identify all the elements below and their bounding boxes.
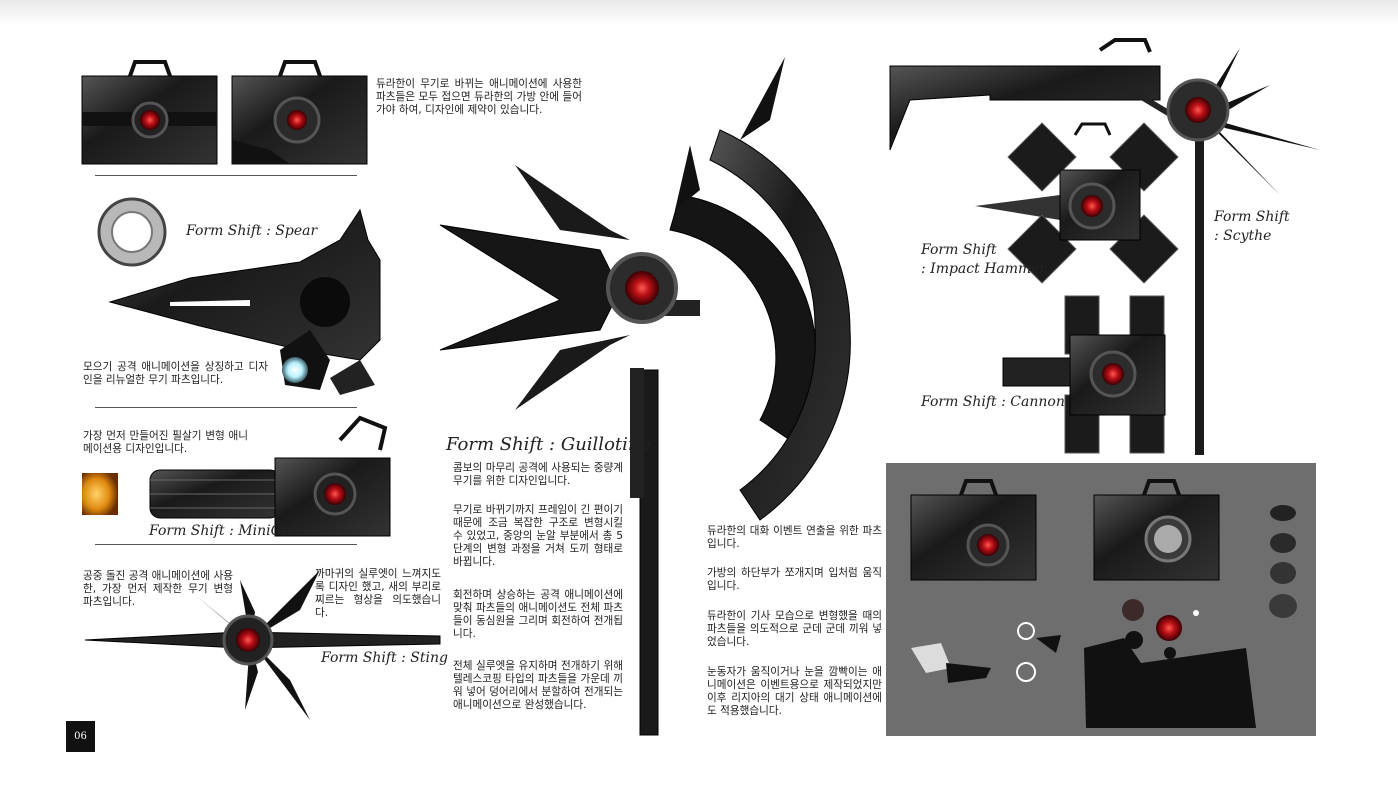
divider [95, 175, 357, 176]
guillotine-paragraph-1: 콤보의 마무리 공격에 사용되는 중량계 무기를 위한 디자인입니다. [453, 462, 623, 487]
minigun-illustration [82, 415, 391, 537]
caption-impact-hammer: Form Shift : Impact Hammer [921, 242, 1047, 277]
caption-guillotine: Form Shift : Guillotine [446, 434, 651, 455]
eye-icon [1081, 195, 1103, 217]
event-paragraph-4: 눈동자가 움직이거나 눈을 깜빡이는 애니메이션은 이벤트용으로 제작되었지만 … [707, 666, 882, 717]
cannon-illustration [1002, 295, 1166, 454]
sting-description-2: 까마귀의 실루엣이 느껴지도록 디자인 했고, 새의 부리로 찌르는 형상을 의… [315, 568, 441, 619]
eye-icon [625, 271, 659, 305]
sting-illustration [84, 570, 441, 720]
caption-cannon: Form Shift : Cannon [921, 394, 1065, 410]
caption-spear: Form Shift : Spear [186, 223, 318, 239]
caption-scythe: Form Shift : Scythe [1214, 209, 1290, 244]
eye-icon [1185, 97, 1211, 123]
bag-open-illustration [231, 60, 368, 165]
guillotine-paragraph-2: 무기로 바뀌기까지 프레임이 긴 편이기 때문에 조금 복잡한 구조로 변형시킬… [453, 504, 623, 568]
bag-closed-illustration [81, 60, 218, 165]
spear-description: 모으기 공격 애니메이션을 상징하고 디자인을 리뉴얼한 무기 파츠입니다. [83, 361, 268, 386]
guillotine-paragraph-3: 회전하며 상승하는 공격 애니메이션에 맞춰 파츠들의 애니메이션도 전체 파츠… [453, 589, 623, 640]
eye-icon [140, 110, 160, 130]
eye-icon [287, 110, 307, 130]
eye-icon [236, 628, 260, 652]
page-number: 06 [66, 721, 95, 752]
event-parts-panel [886, 463, 1316, 736]
event-paragraph-2: 가방의 하단부가 쪼개지며 입처럼 움직입니다. [707, 567, 882, 592]
sting-description-1: 공중 돌진 공격 애니메이션에 사용한, 가장 먼저 제작한 무기 변형 파츠입… [83, 570, 233, 608]
guillotine-illustration [439, 57, 851, 736]
spear-illustration [108, 208, 381, 395]
event-parts-illustration [910, 479, 1297, 728]
caption-minigun: Form Shift : MiniGun [149, 523, 300, 539]
caption-sting: Form Shift : Sting [321, 650, 448, 666]
ring-part-illustration [97, 197, 167, 267]
glow-icon [282, 357, 308, 383]
event-paragraph-3: 듀라한이 기사 모습으로 변형했을 때의 파츠들을 의도적으로 군데 군데 끼워… [707, 610, 882, 648]
event-paragraph-1: 듀라한의 대화 이벤트 연출을 위한 파츠입니다. [707, 525, 882, 550]
minigun-description: 가장 먼저 만들어진 필살기 변형 애니메이션용 디자인입니다. [83, 430, 248, 455]
scythe-illustration [889, 38, 1320, 455]
divider [95, 407, 357, 408]
guillotine-paragraph-4: 전체 실루엣을 유지하며 전개하기 위해 텔레스코핑 타입의 파츠들을 가운데 … [453, 660, 623, 711]
impact-hammer-illustration [975, 122, 1179, 284]
bag-description: 듀라한이 무기로 바뀌는 애니메이션에 사용한 파츠들은 모두 접으면 듀라한의… [376, 78, 582, 116]
eye-icon [1102, 363, 1124, 385]
eye-icon [324, 483, 346, 505]
divider [95, 544, 357, 545]
viewer-top-shadow [0, 0, 1398, 26]
